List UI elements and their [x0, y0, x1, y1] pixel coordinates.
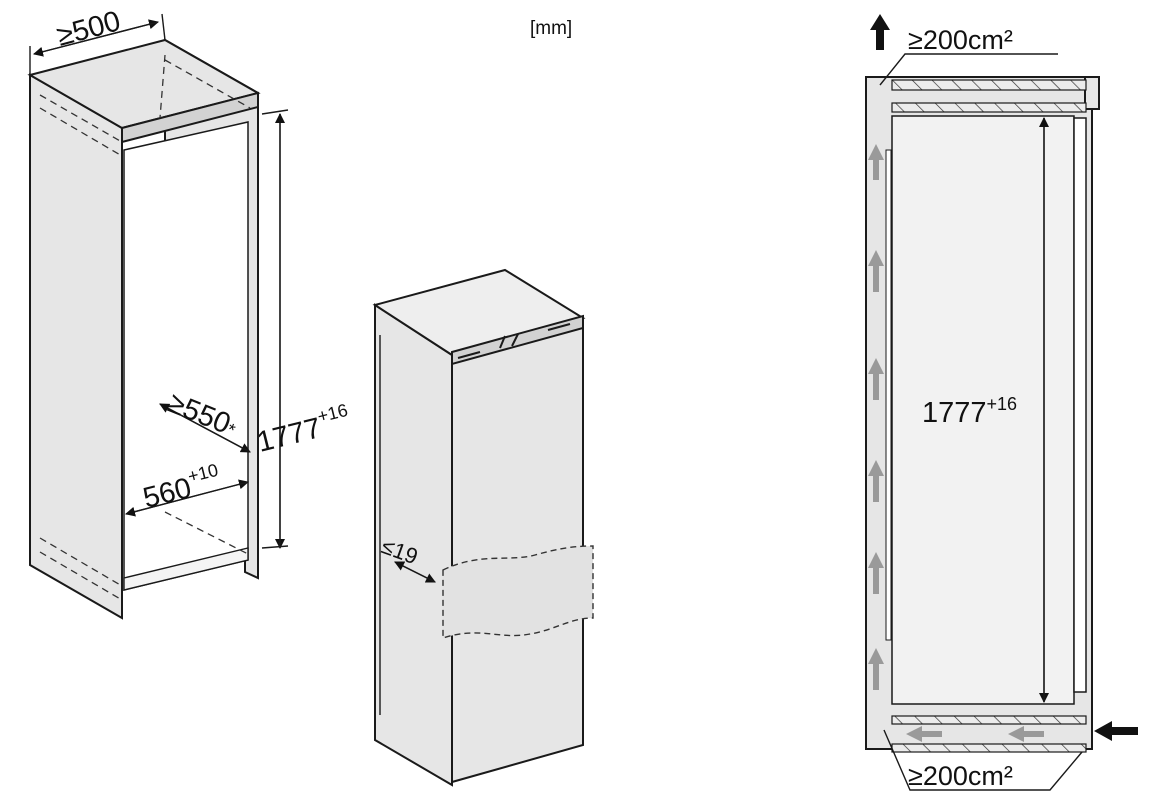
niche-height-tolerance: +16	[315, 400, 349, 427]
ventilation-door-edge	[1073, 117, 1087, 693]
airflow-up-arrow	[868, 648, 884, 690]
ventilation-bottom-shelf	[891, 715, 1087, 725]
niche-opening	[123, 121, 249, 591]
niche-left-panel	[29, 73, 123, 620]
ventilation-height-value: 1777	[922, 397, 987, 429]
niche-top-front-edge	[121, 91, 259, 144]
airflow-in-arrows	[906, 726, 1044, 742]
ventilation-top-label: ≥200cm²	[908, 25, 1013, 55]
ventilation-bottom-label: ≥200cm²	[908, 761, 1013, 791]
ventilation-top-shelf	[891, 79, 1087, 91]
ventilation-plinth	[891, 743, 1087, 753]
airflow-up-arrow	[868, 144, 884, 180]
ventilation-top-frame	[891, 102, 1087, 113]
ventilation-height-tolerance: +16	[987, 394, 1018, 414]
airflow-up-arrow	[868, 358, 884, 400]
niche-height-label: 1777+16	[253, 400, 354, 459]
airflow-up-arrow	[868, 460, 884, 502]
niche-floor	[123, 547, 249, 591]
niche-drawing: ≥500 1777+16 ≥550* 560+10	[27, 5, 354, 620]
ventilation-top-protrusion	[1084, 76, 1100, 110]
appliance-control-strip	[451, 314, 584, 366]
ventilation-height-label: 1777+16	[922, 394, 1017, 429]
intake-left-arrow-icon	[1094, 721, 1138, 741]
exhaust-up-arrow-icon	[870, 14, 890, 50]
niche-height-value: 1777	[254, 412, 324, 459]
airflow-up-arrows	[868, 144, 884, 690]
units-label: [mm]	[530, 18, 572, 39]
ventilation-drawing: 1777+16 ≥200cm² ≥200cm²	[865, 14, 1138, 791]
appliance-hinges	[457, 323, 571, 359]
niche-depth-label: ≥500	[54, 5, 124, 53]
appliance-door-panel-cutout	[442, 545, 594, 639]
airflow-left-arrow	[906, 726, 942, 742]
airflow-left-arrow	[1008, 726, 1044, 742]
ventilation-side-rail	[885, 149, 892, 641]
appliance-drawing: ≤19	[372, 268, 594, 787]
airflow-up-arrow	[868, 250, 884, 292]
airflow-up-arrow	[868, 552, 884, 594]
